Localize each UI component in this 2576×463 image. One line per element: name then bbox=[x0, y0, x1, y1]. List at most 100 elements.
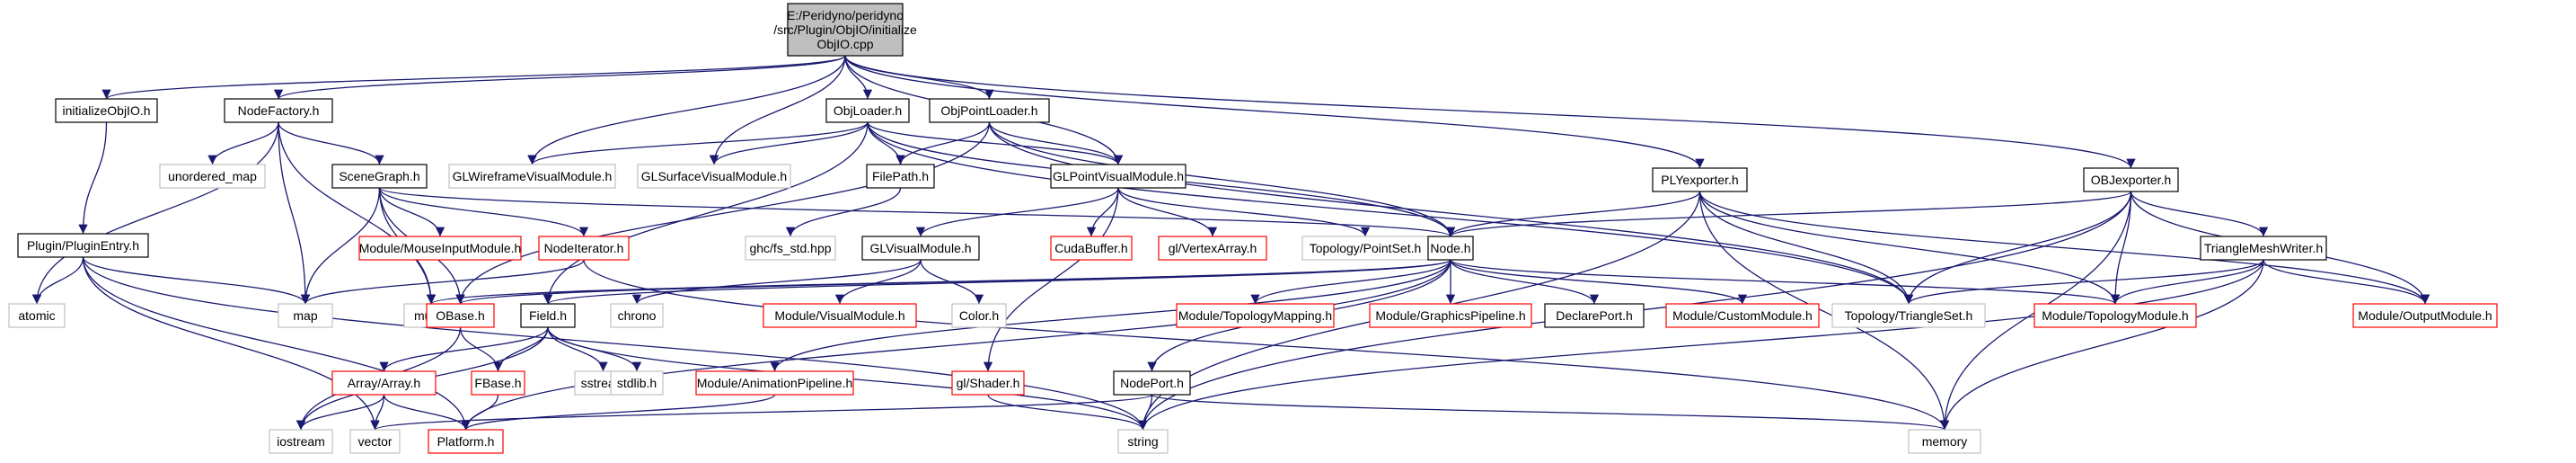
node-box bbox=[1158, 236, 1267, 261]
node-label: Topology/TriangleSet.h bbox=[1845, 308, 1973, 323]
node-nodeport-h[interactable]: NodePort.h bbox=[1113, 370, 1191, 396]
edge-trianglemeshwriter-to-triangleset bbox=[1903, 259, 2264, 305]
node-topology-pointset-h: Topology/PointSet.h bbox=[1301, 236, 1429, 261]
node-box bbox=[159, 164, 266, 189]
node-label: Module/MouseInputModule.h bbox=[359, 241, 522, 255]
node-box bbox=[55, 98, 158, 123]
node-glvisualmodule-h[interactable]: GLVisualModule.h bbox=[861, 236, 980, 261]
node-label: Array/Array.h bbox=[348, 376, 420, 390]
node-module-mouseinputmodule-h[interactable]: Module/MouseInputModule.h bbox=[358, 236, 522, 261]
edge-node-to-topologymodule bbox=[1450, 259, 2120, 305]
node-declareport-h[interactable]: DeclarePort.h bbox=[1544, 303, 1645, 328]
node-box bbox=[1176, 303, 1335, 328]
node-e-peridyno-peridyno-src-plugin-objio-initialize-objio-cpp[interactable]: E:/Peridyno/peridyno/src/Plugin/ObjIO/in… bbox=[773, 3, 917, 57]
edge-pluginentry-to-atomic bbox=[31, 256, 84, 305]
node-node-h[interactable]: Node.h bbox=[1427, 236, 1474, 261]
node-gl-shader-h[interactable]: gl/Shader.h bbox=[951, 370, 1025, 396]
node-obase-h[interactable]: OBase.h bbox=[426, 303, 495, 328]
node-nodefactory-h[interactable]: NodeFactory.h bbox=[224, 98, 333, 123]
edge-filepath-to-ghc bbox=[785, 187, 902, 237]
node-label: FBase.h bbox=[474, 376, 521, 390]
node-atomic: atomic bbox=[8, 303, 66, 328]
node-platform-h[interactable]: Platform.h bbox=[428, 429, 504, 454]
node-label: memory bbox=[1922, 434, 1968, 449]
edge-node-to-field bbox=[543, 259, 1451, 305]
node-label: string bbox=[1127, 434, 1158, 449]
node-label: ghc/fs_std.hpp bbox=[749, 241, 831, 255]
node-label: chrono bbox=[618, 308, 657, 323]
node-label: Platform.h bbox=[437, 434, 495, 449]
node-label: CudaBuffer.h bbox=[1054, 241, 1127, 255]
node-plyexporter-h[interactable]: PLYexporter.h bbox=[1652, 167, 1748, 192]
node-field-h[interactable]: Field.h bbox=[520, 303, 576, 328]
node-trianglemeshwriter-h[interactable]: TriangleMeshWriter.h bbox=[2200, 236, 2327, 261]
edge-plyexporter-to-node bbox=[1445, 191, 1701, 237]
node-module-animationpipeline-h[interactable]: Module/AnimationPipeline.h bbox=[695, 370, 854, 396]
node-map: map bbox=[278, 303, 333, 328]
node-objloader-h[interactable]: ObjLoader.h bbox=[825, 98, 910, 123]
node-glpointvisualmodule-h[interactable]: GLPointVisualModule.h bbox=[1050, 164, 1187, 189]
node-label: OBase.h bbox=[436, 308, 484, 323]
node-array-array-h[interactable]: Array/Array.h bbox=[331, 370, 437, 396]
node-module-outputmodule-h[interactable]: Module/OutputModule.h bbox=[2352, 303, 2498, 328]
node-module-custommodule-h[interactable]: Module/CustomModule.h bbox=[1665, 303, 1820, 328]
node-label: SceneGraph.h bbox=[339, 169, 419, 183]
edge-arrayarray-to-iostream bbox=[296, 394, 385, 431]
edge-scenegraph-to-node bbox=[378, 187, 1455, 237]
node-module-graphicspipeline-h[interactable]: Module/GraphicsPipeline.h bbox=[1369, 303, 1532, 328]
node-color-h: Color.h bbox=[951, 303, 1007, 328]
node-box bbox=[2083, 167, 2179, 192]
node-box bbox=[349, 429, 401, 454]
node-module-visualmodule-h[interactable]: Module/VisualModule.h bbox=[763, 303, 917, 328]
node-box bbox=[610, 303, 664, 328]
node-gl-vertexarray-h[interactable]: gl/VertexArray.h bbox=[1158, 236, 1267, 261]
edge-initializeobjio-to-pluginentry bbox=[78, 121, 108, 235]
node-label: unordered_map bbox=[168, 169, 257, 183]
node-label: NodeFactory.h bbox=[238, 103, 320, 118]
edge-objpointloader-to-obase bbox=[455, 121, 991, 305]
edge-node-to-declareport bbox=[1450, 259, 1600, 305]
edge-node-to-platform bbox=[461, 259, 1451, 431]
node-filepath-h[interactable]: FilePath.h bbox=[866, 164, 935, 189]
edge-objexporter-to-node bbox=[1446, 191, 2132, 237]
edge-objloader-to-filepath bbox=[867, 121, 905, 165]
edge-objexporter-to-trianglemeshwriter bbox=[2130, 191, 2269, 237]
node-box bbox=[1050, 164, 1187, 189]
node-label: FilePath.h bbox=[872, 169, 929, 183]
edge-objloader-to-field bbox=[543, 121, 869, 305]
node-stdlib-h: stdlib.h bbox=[610, 370, 664, 396]
node-box bbox=[787, 3, 904, 57]
node-nodeiterator-h[interactable]: NodeIterator.h bbox=[538, 236, 630, 261]
node-box bbox=[1117, 429, 1169, 454]
node-initializeobjio-h[interactable]: initializeObjIO.h bbox=[55, 98, 158, 123]
node-module-topologymapping-h[interactable]: Module/TopologyMapping.h bbox=[1176, 303, 1335, 328]
node-scenegraph-h[interactable]: SceneGraph.h bbox=[331, 164, 428, 189]
node-objpointloader-h[interactable]: ObjPointLoader.h bbox=[929, 98, 1050, 123]
edge-nodefactory-to-map bbox=[278, 121, 311, 305]
node-box bbox=[224, 98, 333, 123]
node-label: initializeObjIO.h bbox=[62, 103, 150, 118]
node-module-topologymodule-h[interactable]: Module/TopologyModule.h bbox=[2033, 303, 2197, 328]
node-plugin-pluginentry-h[interactable]: Plugin/PluginEntry.h bbox=[17, 233, 149, 258]
node-box bbox=[1908, 429, 1981, 454]
edge-objpointloader-to-filepath bbox=[895, 121, 991, 165]
edge-root-to-initializeobjio bbox=[101, 55, 846, 100]
edge-objloader-to-glwireframe bbox=[527, 121, 869, 165]
node-box bbox=[448, 164, 616, 189]
edge-field-to-arrayarray bbox=[379, 326, 549, 372]
node-fbase-h[interactable]: FBase.h bbox=[471, 370, 525, 396]
node-objexporter-h[interactable]: OBJexporter.h bbox=[2083, 167, 2179, 192]
node-label: iostream bbox=[277, 434, 325, 449]
edge-scenegraph-to-map bbox=[300, 187, 381, 305]
node-box bbox=[951, 370, 1025, 396]
node-label: DeclarePort.h bbox=[1556, 308, 1633, 323]
node-label: E:/Peridyno/peridyno bbox=[787, 8, 904, 22]
edge-objloader-to-glsurface bbox=[709, 121, 869, 165]
node-label: Module/VisualModule.h bbox=[774, 308, 904, 323]
node-label: GLPointVisualModule.h bbox=[1053, 169, 1184, 183]
node-label: atomic bbox=[18, 308, 55, 323]
node-cudabuffer-h[interactable]: CudaBuffer.h bbox=[1050, 236, 1133, 261]
edge-root-to-glwireframe bbox=[527, 55, 846, 165]
node-label: Plugin/PluginEntry.h bbox=[27, 238, 139, 253]
node-box bbox=[331, 164, 428, 189]
